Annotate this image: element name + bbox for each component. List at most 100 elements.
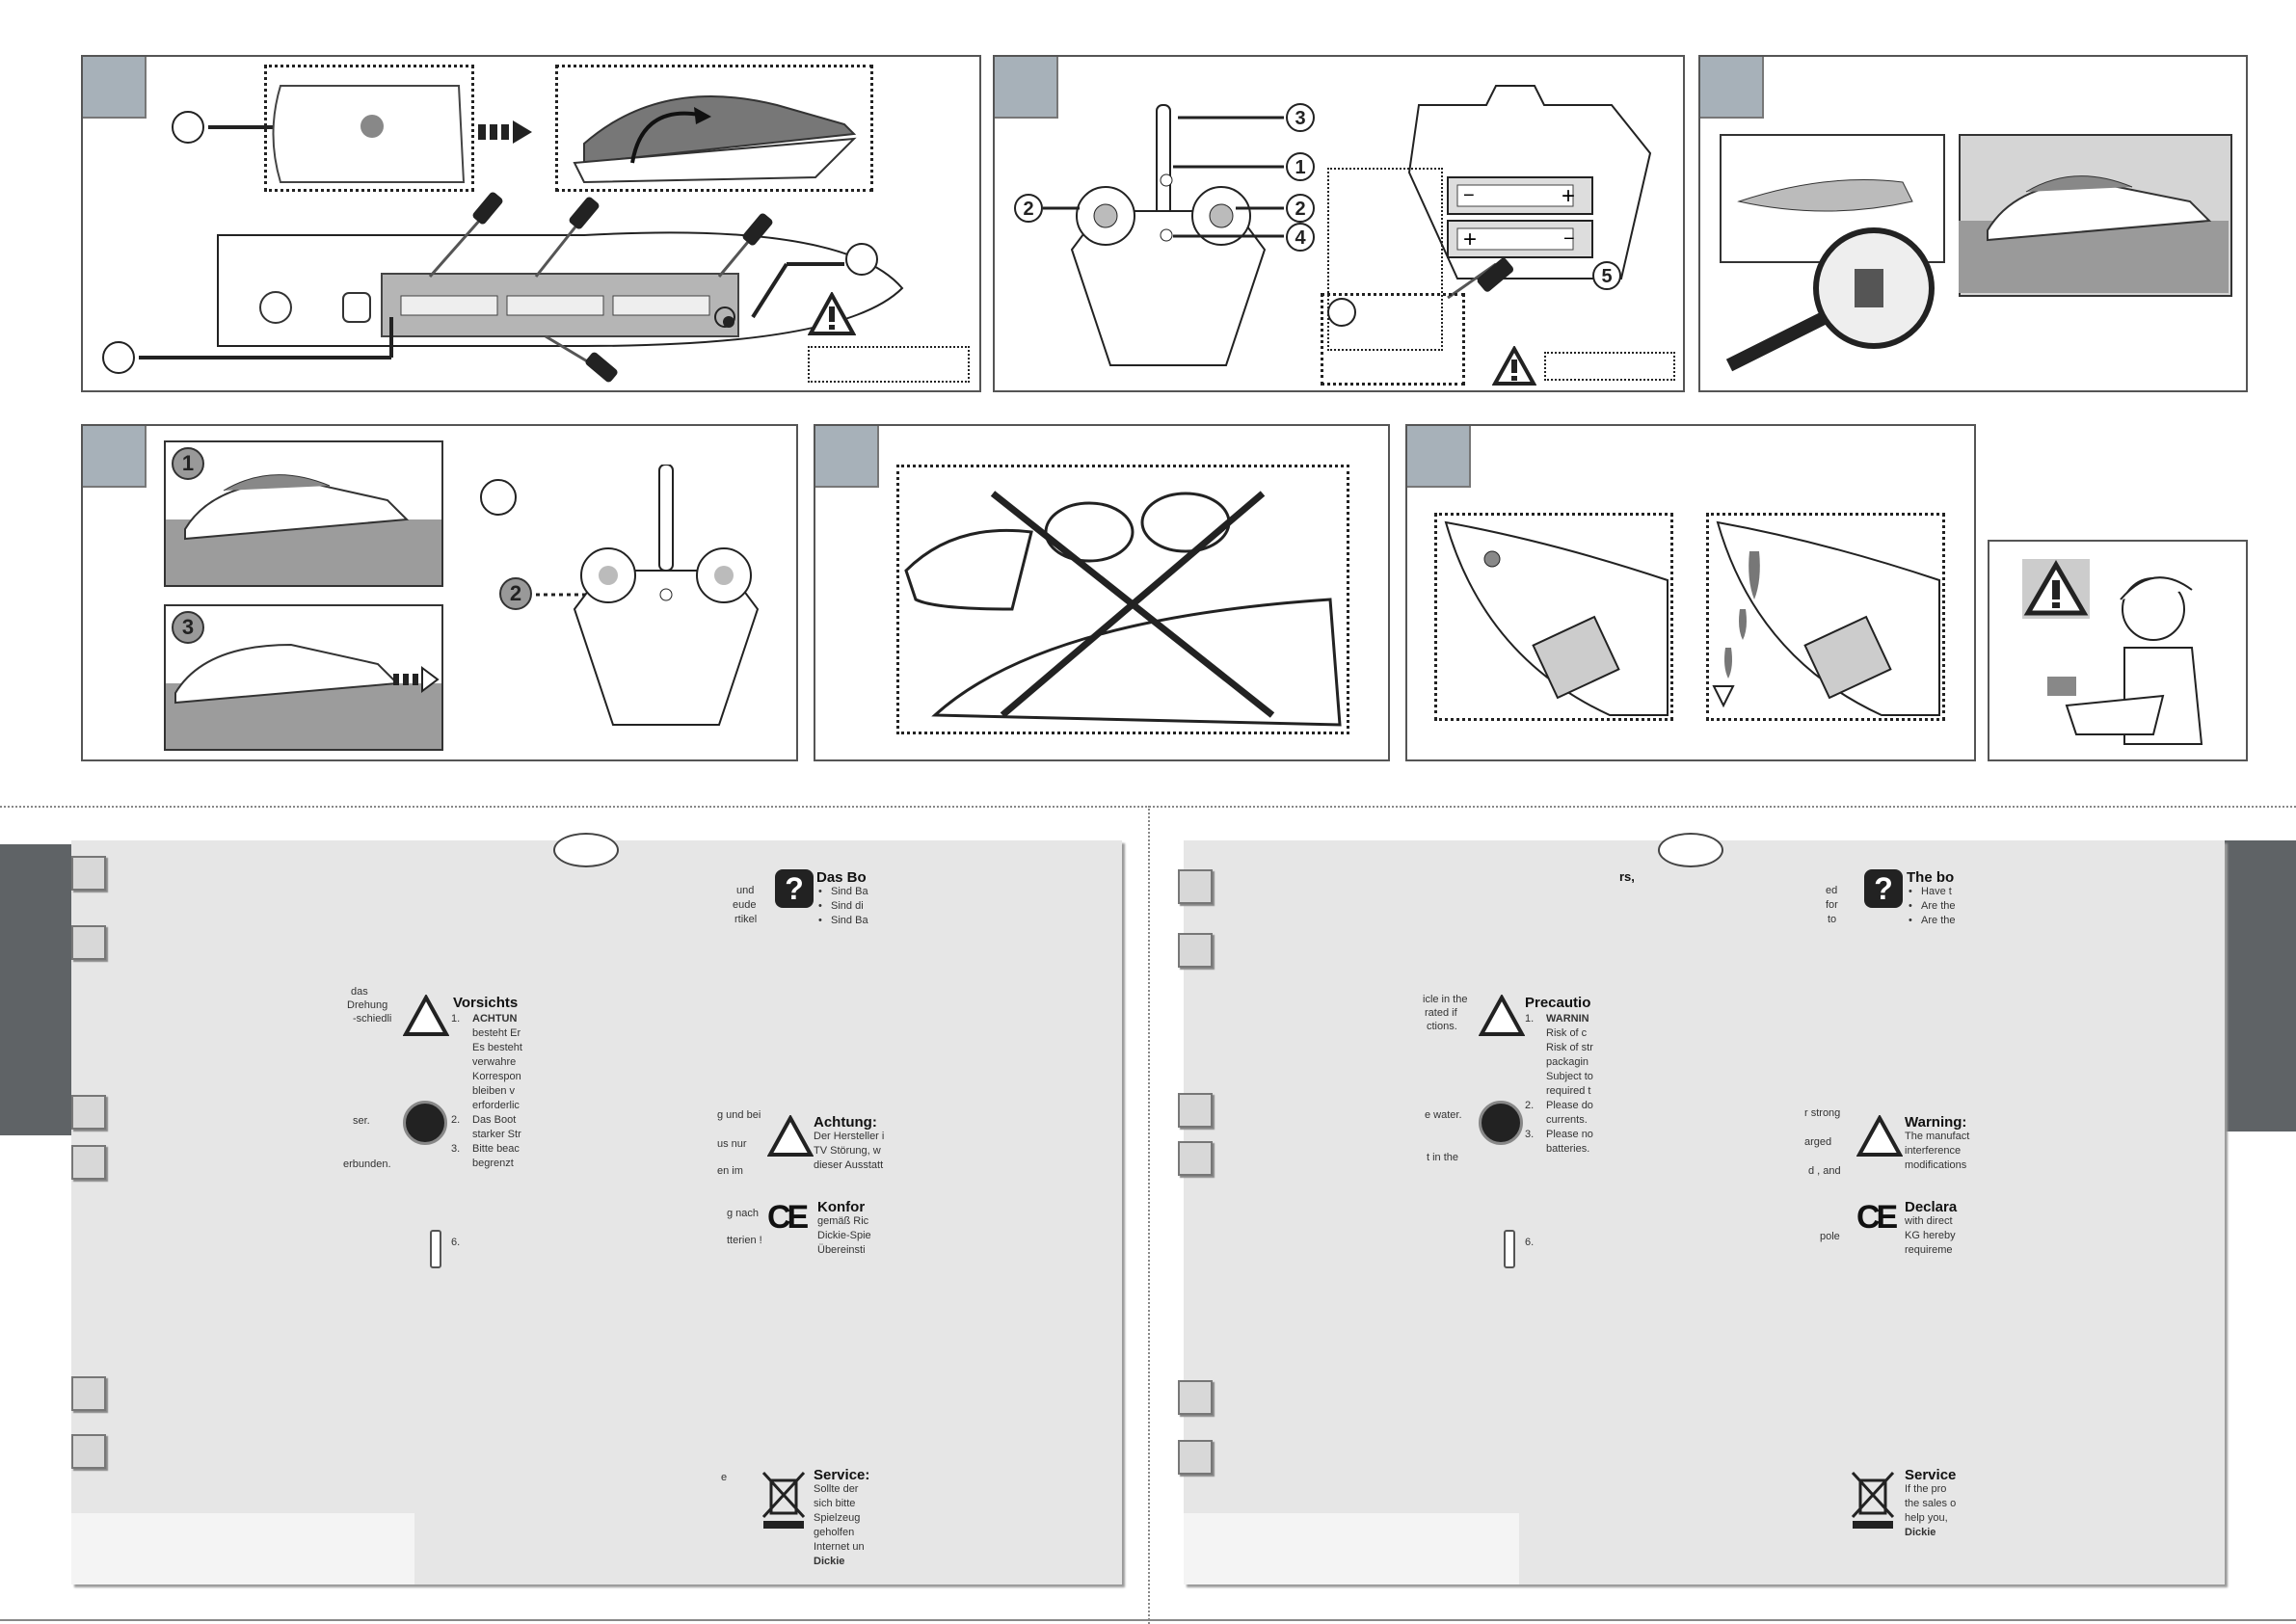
checkbox-tab (1178, 1380, 1213, 1415)
fragment: for (1826, 899, 1838, 911)
callout-blank (1327, 298, 1356, 327)
step-number-box (1407, 426, 1471, 488)
fragment: ctions. (1427, 1021, 1457, 1032)
note-box (1544, 352, 1675, 381)
propeller-hand-illustration (904, 491, 1342, 727)
num: 2. (451, 1114, 461, 1126)
boat-side-view-frame (555, 65, 873, 192)
fragment: g nach (727, 1208, 760, 1219)
english-side-tab (2225, 840, 2296, 1131)
callout-2-right: 2 (1286, 194, 1315, 223)
warning-heading: Achtung: (814, 1114, 877, 1131)
fragment: Drehung (347, 999, 388, 1011)
list-item: • Are the (1909, 900, 1956, 912)
battery-cover-frame (1327, 168, 1443, 351)
step-badge-1: 1 (172, 447, 204, 480)
callout-5: 5 (1592, 261, 1621, 290)
remote-control-illustration (536, 465, 760, 726)
step-panel-drain-water (1405, 424, 1976, 761)
svg-text:−: − (1463, 185, 1475, 206)
fragment: -schiedli (353, 1013, 392, 1025)
precautions-body: ACHTUN besteht Er Es besteht verwahre Ko… (472, 1013, 522, 1169)
precautions-body: WARNIN Risk of c Risk of str packagin Su… (1546, 1013, 1593, 1155)
fragment: ed (1826, 885, 1838, 896)
troubleshoot-list: • Sind Ba • Sind di • Sind Ba (818, 885, 868, 928)
fragment: g und bei (717, 1109, 761, 1121)
num: 3. (451, 1143, 461, 1155)
fragment: rated if (1425, 1007, 1457, 1019)
checkbox-tab (71, 1376, 106, 1411)
footer-blank-box (1184, 1513, 1519, 1584)
warning-triangle-icon (1492, 346, 1536, 386)
troubleshoot-list: • Have t • Are the • Are the (1909, 885, 1956, 928)
step-number-box (83, 426, 147, 488)
troubleshoot-heading: The bo (1907, 869, 1955, 886)
fragment: das (351, 986, 368, 998)
step-number-box (1700, 57, 1764, 119)
precautions-heading: Precautio (1525, 995, 1591, 1011)
drain-plug-closed-frame (1434, 513, 1673, 721)
german-side-tab (0, 844, 73, 1135)
note-box (808, 346, 970, 383)
battery-boat-illustration (102, 85, 904, 383)
child-with-boat-illustration (2047, 576, 2203, 745)
fragment: e water. (1425, 1109, 1462, 1121)
english-page: rs, ed for to ? The bo • Have t • Are th… (1184, 833, 2225, 1584)
recycle-bin-crossed-icon (761, 1471, 806, 1529)
warning-heading: Warning: (1905, 1114, 1967, 1131)
fragment: e (721, 1472, 728, 1483)
service-heading: Service (1905, 1467, 1957, 1483)
ce-mark-icon: CE (1856, 1199, 1898, 1236)
num: 1. (1525, 1013, 1535, 1025)
svg-text:+: + (1562, 183, 1575, 209)
recycle-bin-crossed-icon (1851, 1471, 1895, 1529)
fragment: r strong (1804, 1107, 1841, 1119)
num: 6. (451, 1237, 461, 1248)
checkbox-tab (71, 1434, 106, 1469)
checkbox-tab (71, 856, 106, 891)
fragment: erbunden. (343, 1158, 391, 1170)
fragment: icle in the (1423, 994, 1468, 1005)
question-icon: ? (775, 869, 814, 908)
step-number-box (995, 57, 1058, 119)
step-panel-child-warning (1988, 540, 2248, 761)
fragment: arged (1804, 1136, 1832, 1148)
footer-blank-box (71, 1513, 414, 1584)
list-item: • Are the (1909, 915, 1956, 926)
step-number-box (83, 57, 147, 119)
fragment: t in the (1427, 1152, 1459, 1163)
step-panel-driving: 1 3 2 (81, 424, 798, 761)
fragment: pole (1820, 1231, 1840, 1242)
callout-3: 3 (1286, 103, 1315, 132)
propeller-frame (896, 465, 1349, 734)
manual-read-icon (403, 1101, 447, 1145)
callout-1: 1 (1286, 152, 1315, 181)
service-heading: Service: (814, 1467, 870, 1483)
conformity-heading: Konfor (817, 1199, 866, 1215)
screw-detail-frame (1321, 293, 1465, 386)
num: 6. (1525, 1237, 1535, 1248)
ce-mark-icon: CE (767, 1199, 809, 1236)
step-number-box (815, 426, 879, 488)
list-item: • Sind Ba (818, 886, 868, 897)
fragment: us nur (717, 1138, 747, 1150)
battery-icon (1504, 1230, 1515, 1268)
declaration-heading: Declara (1905, 1199, 1958, 1215)
warning-triangle-icon (1479, 995, 1525, 1036)
num: 1. (451, 1013, 461, 1025)
checkbox-tab (71, 925, 106, 960)
drain-plug-illustration (1444, 520, 1940, 716)
fragment: eude (733, 899, 757, 911)
fragment: en im (717, 1165, 743, 1177)
warning-triangle-icon (767, 1115, 814, 1157)
language-badge (553, 833, 619, 867)
scene-1-frame (164, 440, 443, 587)
list-item: • Have t (1909, 886, 1952, 897)
boat-on-water-illustration (1959, 175, 2229, 293)
step-panel-remote-batteries: −+ +− 3 1 2 2 4 5 (993, 55, 1685, 392)
german-page: und eude rtikel ? Das Bo • Sind Ba • Sin… (71, 833, 1122, 1584)
